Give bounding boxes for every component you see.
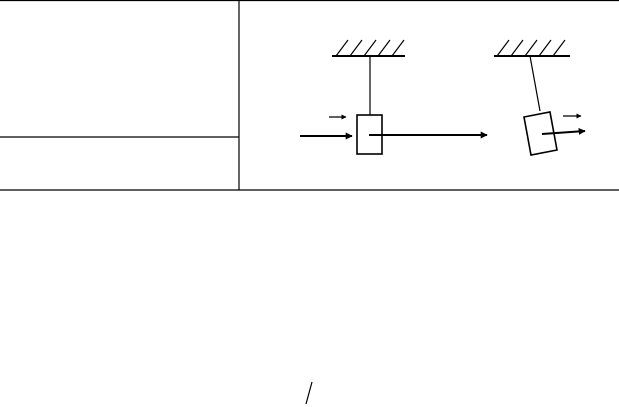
right-pendulum-block-tilted <box>523 111 558 156</box>
right-ceiling-support <box>494 39 570 57</box>
right-pendulum-string <box>529 55 541 112</box>
left-ceiling-hatching <box>335 39 405 57</box>
right-ceiling-hatching <box>496 39 566 57</box>
table-borders <box>0 0 619 191</box>
outgoing-bullet-arrow-right <box>541 127 586 135</box>
stray-slash-mark <box>305 381 313 405</box>
left-ceiling-support <box>332 39 405 57</box>
